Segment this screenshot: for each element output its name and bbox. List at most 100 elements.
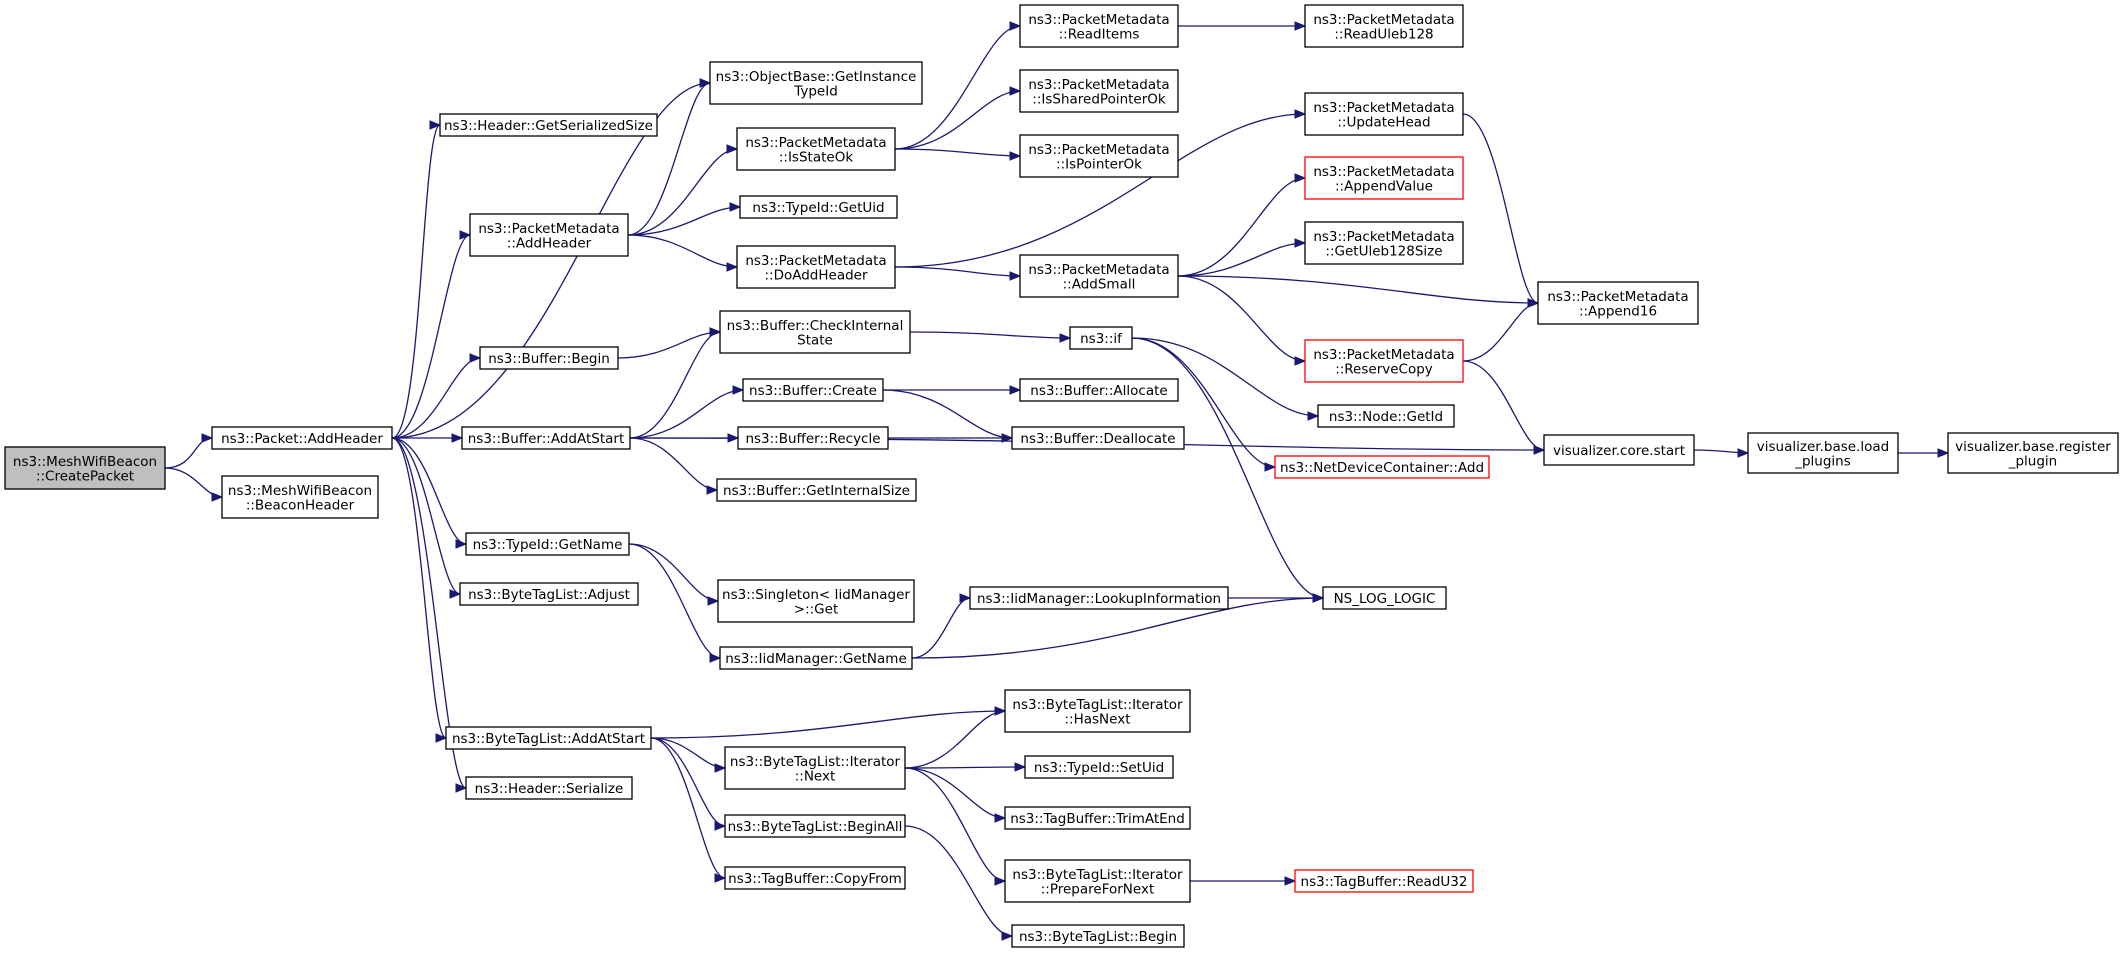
node-addheader[interactable]: ns3::Packet::AddHeader <box>211 426 393 450</box>
arrowhead <box>1284 876 1297 886</box>
node-label: ::Next <box>795 768 836 784</box>
node-box <box>1304 221 1464 265</box>
node-readu32[interactable]: ns3::TagBuffer::ReadU32 <box>1294 869 1474 893</box>
node-copyfrom[interactable]: ns3::TagBuffer::CopyFrom <box>724 866 906 890</box>
node-lookupinfo[interactable]: ns3::IidManager::LookupInformation <box>969 586 1229 610</box>
node-ndcadd[interactable]: ns3::NetDeviceContainer::Add <box>1274 455 1490 479</box>
call-edge <box>894 21 1022 150</box>
node-nsif[interactable]: ns3::if <box>1069 326 1133 350</box>
node-label: _plugin <box>2008 453 2058 469</box>
node-box <box>709 61 923 105</box>
node-iternext[interactable]: ns3::ByteTagList::Iterator::Next <box>724 746 906 790</box>
call-edge <box>391 433 464 443</box>
node-reservecopy[interactable]: ns3::PacketMetadata::ReserveCopy <box>1304 339 1464 383</box>
arrowhead <box>1294 109 1307 119</box>
node-ispointerok[interactable]: ns3::PacketMetadata::IsPointerOk <box>1019 134 1179 178</box>
node-box <box>1069 326 1133 350</box>
arrowhead <box>429 120 442 130</box>
node-setuid[interactable]: ns3::TypeId::SetUid <box>1024 755 1174 779</box>
node-nslog[interactable]: NS_LOG_LOGIC <box>1322 586 1447 610</box>
call-edge <box>627 144 739 236</box>
node-label: ::ReadItems <box>1059 26 1140 42</box>
node-box <box>1947 432 2119 474</box>
node-bufdeallocate[interactable]: ns3::Buffer::Deallocate <box>1011 426 1185 450</box>
call-edge <box>629 437 719 495</box>
node-beaconheader[interactable]: ns3::MeshWifiBeacon::BeaconHeader <box>221 475 379 519</box>
node-box <box>1011 924 1185 948</box>
node-doaddheader[interactable]: ns3::PacketMetadata::DoAddHeader <box>736 245 896 289</box>
node-vizload[interactable]: visualizer.base.load_plugins <box>1747 432 1899 474</box>
arrowhead <box>709 327 722 337</box>
node-bufallocate[interactable]: ns3::Buffer::Allocate <box>1019 378 1179 402</box>
node-label: TypeId <box>793 83 838 99</box>
nodes-layer: ns3::MeshWifiBeacon::CreatePacket ns3::Pa… <box>4 4 2119 948</box>
call-edge <box>391 437 462 599</box>
arrowhead <box>1312 593 1325 603</box>
node-readuleb[interactable]: ns3::PacketMetadata::ReadUleb128 <box>1304 4 1464 48</box>
arrowhead <box>959 593 972 603</box>
call-edge <box>627 234 739 272</box>
node-label: ns3::ObjectBase::GetInstance <box>716 69 917 85</box>
node-bufbegin[interactable]: ns3::Buffer::Begin <box>479 346 619 370</box>
arrowhead <box>1009 271 1022 281</box>
node-typeidgetname[interactable]: ns3::TypeId::GetName <box>465 532 630 556</box>
node-vizstart[interactable]: visualizer.core.start <box>1543 434 1695 466</box>
node-getserializedsize[interactable]: ns3::Header::GetSerializedSize <box>439 113 658 137</box>
node-headerserialize[interactable]: ns3::Header::Serialize <box>465 776 633 800</box>
node-label: ns3::TagBuffer::ReadU32 <box>1301 874 1468 890</box>
node-trimatend[interactable]: ns3::TagBuffer::TrimAtEnd <box>1004 806 1191 830</box>
node-label: ::PrepareForNext <box>1041 881 1155 897</box>
node-getuid[interactable]: ns3::TypeId::GetUid <box>739 195 898 219</box>
node-append16[interactable]: ns3::PacketMetadata::Append16 <box>1537 281 1699 325</box>
node-createpacket[interactable]: ns3::MeshWifiBeacon::CreatePacket <box>4 446 166 490</box>
node-label: ::ReadUleb128 <box>1334 26 1433 42</box>
node-pm_addheader[interactable]: ns3::PacketMetadata::AddHeader <box>469 213 629 257</box>
node-hasnext[interactable]: ns3::ByteTagList::Iterator::HasNext <box>1004 689 1191 733</box>
node-label: ns3::PacketMetadata <box>745 253 886 269</box>
call-edge <box>1178 21 1307 31</box>
node-preparefornext[interactable]: ns3::ByteTagList::Iterator::PrepareForNe… <box>1004 859 1191 903</box>
node-box <box>221 475 379 519</box>
arrowhead <box>994 876 1007 886</box>
node-appendvalue[interactable]: ns3::PacketMetadata::AppendValue <box>1304 156 1464 200</box>
node-box <box>445 726 652 750</box>
node-btladdatstart[interactable]: ns3::ByteTagList::AddAtStart <box>445 726 652 750</box>
node-box <box>1004 859 1191 903</box>
node-box <box>1304 4 1464 48</box>
node-bufgetinternalsize[interactable]: ns3::Buffer::GetInternalSize <box>716 478 917 502</box>
arrowhead <box>732 385 745 395</box>
node-updatehead[interactable]: ns3::PacketMetadata::UpdateHead <box>1304 92 1464 136</box>
node-box <box>969 586 1229 610</box>
node-label: >::Get <box>794 601 838 617</box>
node-nodegetid[interactable]: ns3::Node::GetId <box>1317 404 1455 428</box>
node-label: ::CreatePacket <box>36 468 134 484</box>
node-box <box>719 310 911 354</box>
node-getuleb128size[interactable]: ns3::PacketMetadata::GetUleb128Size <box>1304 221 1464 265</box>
node-vizreg[interactable]: visualizer.base.register_plugin <box>1947 432 2119 474</box>
arrowhead <box>1307 411 1320 421</box>
node-issharedptr[interactable]: ns3::PacketMetadata::IsSharedPointerOk <box>1019 69 1179 113</box>
node-btlbegin[interactable]: ns3::ByteTagList::Begin <box>1011 924 1185 948</box>
node-label: ns3::PacketMetadata <box>1028 142 1169 158</box>
node-label: ns3::Header::GetSerializedSize <box>444 118 653 134</box>
node-box <box>736 127 896 171</box>
node-beginall[interactable]: ns3::ByteTagList::BeginAll <box>724 814 906 838</box>
node-box <box>459 582 639 606</box>
call-edge <box>391 230 472 439</box>
node-bufcreate[interactable]: ns3::Buffer::Create <box>742 378 884 402</box>
node-box <box>1304 339 1464 383</box>
node-label: ::UpdateHead <box>1337 114 1430 130</box>
node-addsmall[interactable]: ns3::PacketMetadata::AddSmall <box>1019 254 1179 298</box>
call-edge <box>1462 298 1540 362</box>
node-btladjust[interactable]: ns3::ByteTagList::Adjust <box>459 582 639 606</box>
node-readitems[interactable]: ns3::PacketMetadata::ReadItems <box>1019 4 1179 48</box>
node-addatstart[interactable]: ns3::Buffer::AddAtStart <box>461 426 631 450</box>
node-label: ::DoAddHeader <box>764 267 867 283</box>
node-isstateok[interactable]: ns3::PacketMetadata::IsStateOk <box>736 127 896 171</box>
node-bufrecycle[interactable]: ns3::Buffer::Recycle <box>737 426 889 450</box>
node-singletonget[interactable]: ns3::Singleton< IidManager >::Get <box>717 579 915 623</box>
node-iidgetname[interactable]: ns3::IidManager::GetName <box>719 646 913 670</box>
arrowhead <box>714 821 727 831</box>
